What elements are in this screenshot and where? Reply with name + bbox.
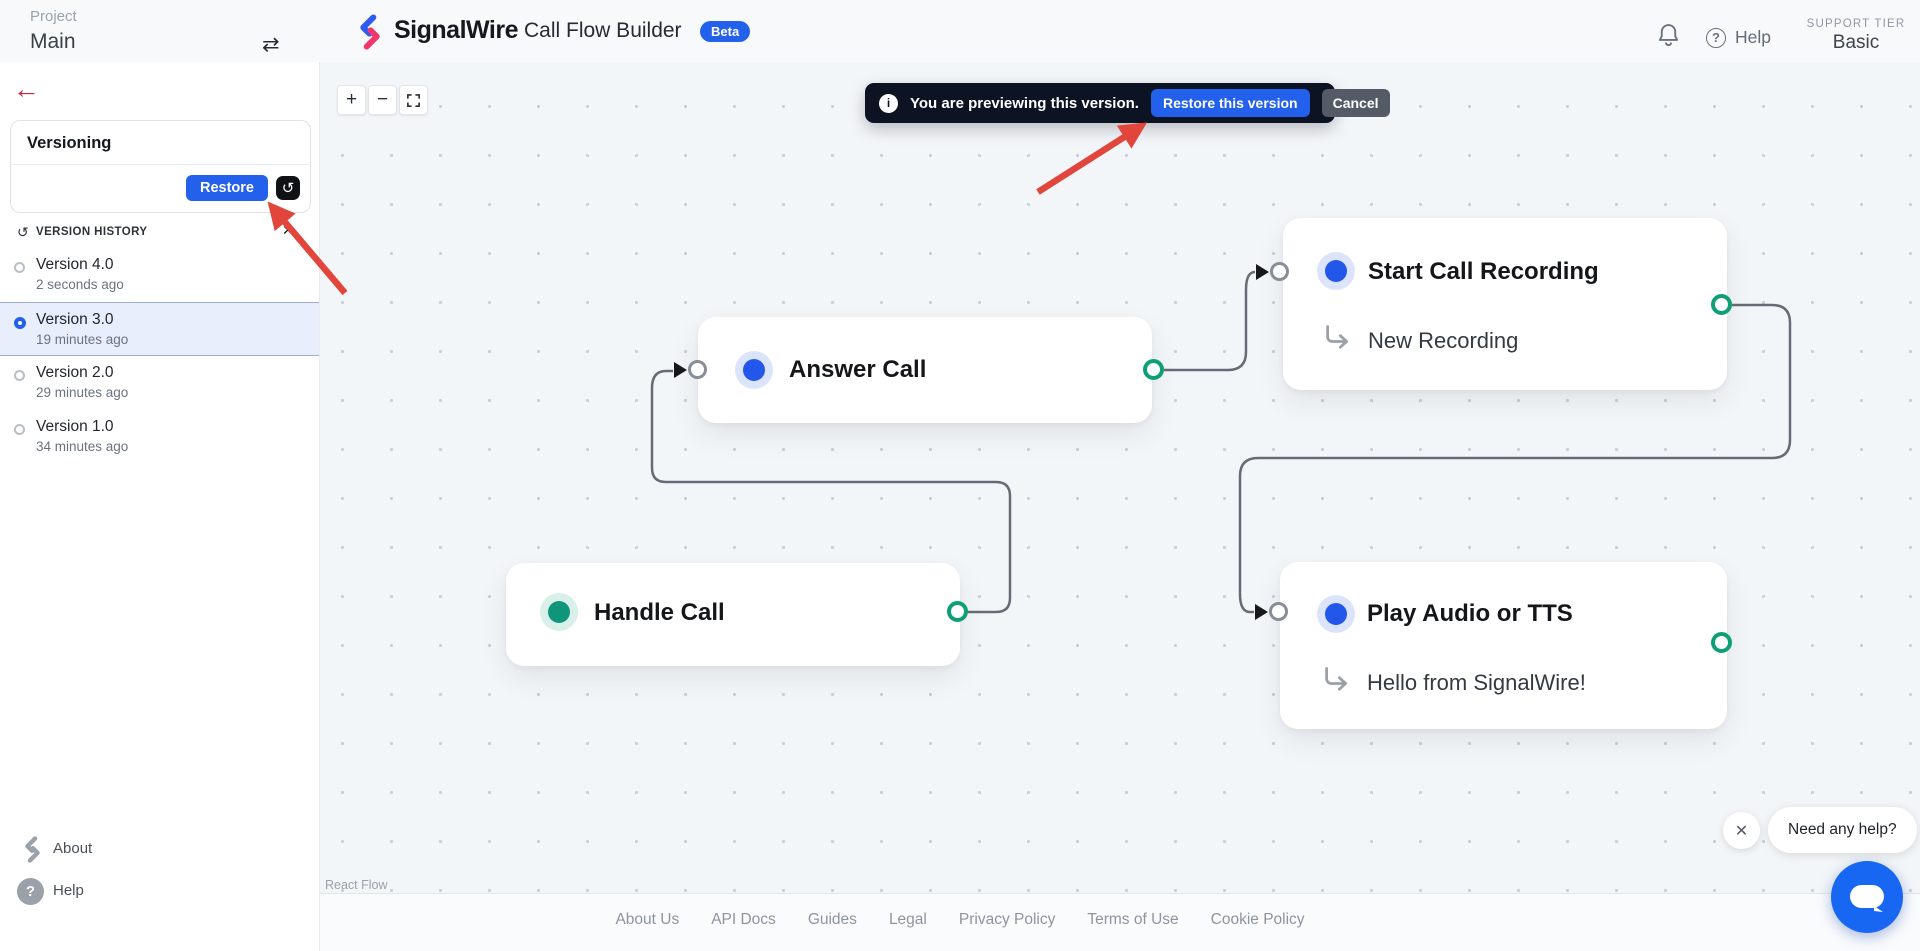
flow-canvas[interactable] xyxy=(320,62,1920,951)
support-tier: SUPPORT TIER Basic xyxy=(1800,18,1912,54)
branch-arrow-icon xyxy=(1325,667,1348,691)
node-title: Answer Call xyxy=(789,356,927,383)
node-status-dot xyxy=(1317,252,1355,290)
input-arrow-icon xyxy=(1256,264,1269,280)
input-arrow-icon xyxy=(1255,604,1268,620)
signalwire-gray-logo-icon xyxy=(25,836,40,863)
react-flow-attribution: React Flow xyxy=(325,878,388,892)
footer-link-terms-of-use[interactable]: Terms of Use xyxy=(1087,911,1179,928)
help-label: Help xyxy=(53,882,84,899)
recording-output-port[interactable] xyxy=(1711,294,1732,315)
version-name: Version 2.0 xyxy=(36,364,114,381)
signalwire-logo-icon xyxy=(360,14,380,50)
recording-input-port[interactable] xyxy=(1270,262,1289,281)
versioning-panel: Versioning Restore ↺ xyxy=(10,120,311,213)
version-radio xyxy=(14,317,26,329)
version-radio xyxy=(14,262,25,273)
canvas-zoom-controls: + − xyxy=(337,85,428,115)
version-time: 29 minutes ago xyxy=(36,385,129,400)
help-circle-icon: ? xyxy=(17,878,44,905)
versioning-sidebar: ← Versioning Restore ↺ ↺ VERSION HISTORY… xyxy=(0,62,320,951)
version-list: Version 4.0 2 seconds ago Version 3.0 19… xyxy=(0,248,319,464)
node-status-dot xyxy=(735,351,773,389)
node-title: Start Call Recording xyxy=(1368,258,1599,285)
preview-message: You are previewing this version. xyxy=(910,94,1139,112)
node-status-dot xyxy=(1317,595,1355,633)
close-version-history-icon[interactable]: ✕ xyxy=(282,222,294,238)
switch-project-icon[interactable]: ⇄ xyxy=(262,33,280,56)
version-time: 2 seconds ago xyxy=(36,277,124,292)
help-menu[interactable]: ? Help xyxy=(1706,27,1771,48)
version-name: Version 4.0 xyxy=(36,256,114,273)
node-title: Handle Call xyxy=(594,599,725,626)
restore-this-version-button[interactable]: Restore this version xyxy=(1150,89,1310,117)
node-subtitle: Hello from SignalWire! xyxy=(1367,670,1586,695)
version-item-4[interactable]: Version 4.0 2 seconds ago xyxy=(0,248,319,302)
version-history-toggle-button[interactable]: ↺ xyxy=(276,176,300,200)
chat-dismiss-button[interactable]: ✕ xyxy=(1723,812,1760,849)
top-header: Project Main ⇄ SignalWire Call Flow Buil… xyxy=(0,0,1920,62)
version-item-1[interactable]: Version 1.0 34 minutes ago xyxy=(0,410,319,464)
footer-link-about-us[interactable]: About Us xyxy=(615,911,680,928)
chat-prompt-bubble[interactable]: Need any help? xyxy=(1768,807,1917,853)
answer-call-input-port[interactable] xyxy=(688,360,707,379)
node-handle-call[interactable]: Handle Call xyxy=(506,563,960,666)
help-label: Help xyxy=(1735,27,1771,47)
zoom-in-button[interactable]: + xyxy=(337,85,366,115)
footer-link-api-docs[interactable]: API Docs xyxy=(711,911,776,928)
project-name[interactable]: Main xyxy=(30,30,76,53)
sidebar-item-about[interactable]: About xyxy=(0,829,319,871)
preview-banner: i You are previewing this version. Resto… xyxy=(865,83,1390,123)
back-arrow-button[interactable]: ← xyxy=(13,74,40,104)
footer-link-guides[interactable]: Guides xyxy=(807,911,857,928)
fit-view-button[interactable] xyxy=(399,85,428,115)
app-title: Call Flow Builder xyxy=(524,19,682,42)
fit-view-icon xyxy=(407,93,420,107)
footer-link-privacy-policy[interactable]: Privacy Policy xyxy=(958,911,1056,928)
version-history-label: VERSION HISTORY xyxy=(36,226,148,238)
version-time: 19 minutes ago xyxy=(36,332,129,347)
play-audio-input-port[interactable] xyxy=(1269,602,1288,621)
version-history-header: ↺ VERSION HISTORY ✕ xyxy=(0,222,319,246)
play-audio-output-port[interactable] xyxy=(1711,632,1732,653)
version-item-3-selected[interactable]: Version 3.0 19 minutes ago xyxy=(0,302,319,356)
node-answer-call[interactable]: Answer Call xyxy=(698,317,1152,423)
restore-button[interactable]: Restore xyxy=(186,175,268,201)
node-title: Play Audio or TTS xyxy=(1367,600,1573,627)
page-footer: About Us API Docs Guides Legal Privacy P… xyxy=(0,893,1920,951)
version-radio xyxy=(14,370,25,381)
brand-name: SignalWire xyxy=(394,16,518,44)
node-status-dot xyxy=(540,593,578,631)
version-name: Version 3.0 xyxy=(36,311,114,328)
help-question-icon: ? xyxy=(1706,27,1726,48)
answer-call-output-port[interactable] xyxy=(1143,359,1164,380)
version-name: Version 1.0 xyxy=(36,418,114,435)
beta-badge: Beta xyxy=(700,21,751,42)
sidebar-footer: About ? Help xyxy=(0,829,319,913)
chat-bubble-icon xyxy=(1850,885,1884,912)
footer-link-legal[interactable]: Legal xyxy=(888,911,927,928)
support-tier-value: Basic xyxy=(1832,32,1880,53)
project-label: Project xyxy=(30,8,77,25)
node-start-call-recording[interactable]: Start Call Recording New Recording xyxy=(1283,218,1727,390)
about-label: About xyxy=(53,840,93,857)
versioning-panel-title: Versioning xyxy=(11,121,310,165)
notifications-bell-icon[interactable] xyxy=(1656,22,1681,49)
history-icon: ↺ xyxy=(17,224,29,240)
support-tier-label: SUPPORT TIER xyxy=(1806,18,1906,30)
info-icon: i xyxy=(879,93,898,113)
node-subtitle: New Recording xyxy=(1368,328,1519,353)
handle-call-output-port[interactable] xyxy=(947,601,968,622)
version-radio xyxy=(14,424,25,435)
sidebar-item-help[interactable]: ? Help xyxy=(0,871,319,913)
zoom-out-button[interactable]: − xyxy=(368,85,397,115)
footer-link-cookie-policy[interactable]: Cookie Policy xyxy=(1210,911,1305,928)
chat-launcher-button[interactable] xyxy=(1831,861,1903,933)
version-time: 34 minutes ago xyxy=(36,439,129,454)
node-play-audio-tts[interactable]: Play Audio or TTS Hello from SignalWire! xyxy=(1280,562,1727,729)
version-item-2[interactable]: Version 2.0 29 minutes ago xyxy=(0,356,319,410)
input-arrow-icon xyxy=(674,362,687,378)
branch-arrow-icon xyxy=(1326,325,1349,349)
cancel-preview-button[interactable]: Cancel xyxy=(1321,89,1390,117)
